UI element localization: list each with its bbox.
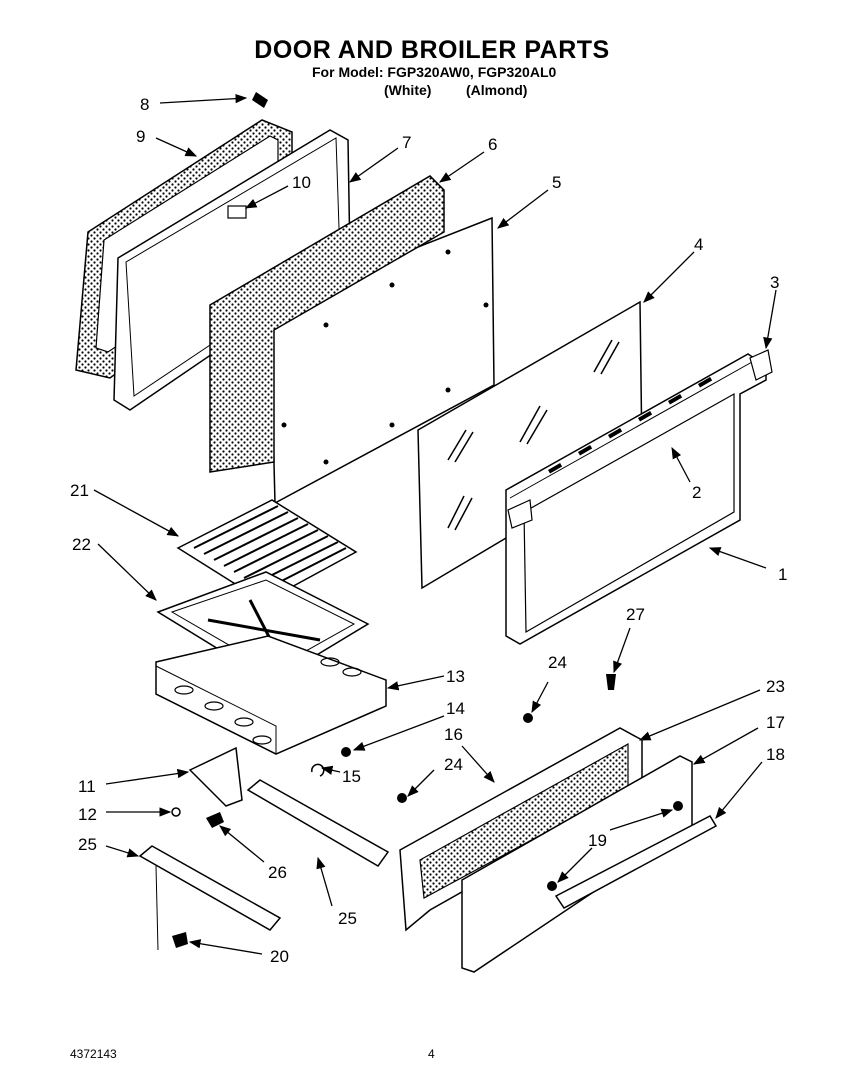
callout-24b: 24 xyxy=(444,755,463,774)
screw-27-part xyxy=(606,674,616,690)
callout-21: 21 xyxy=(70,481,89,500)
callout-27: 27 xyxy=(626,605,645,624)
bracket-part xyxy=(188,746,243,807)
callout-5: 5 xyxy=(552,173,561,192)
screw-14-part xyxy=(341,747,351,757)
callout-22: 22 xyxy=(72,535,91,554)
callout-2: 2 xyxy=(692,483,701,502)
outer-door-frame-part xyxy=(505,349,773,645)
callout-18: 18 xyxy=(766,745,785,764)
callout-6: 6 xyxy=(488,135,497,154)
callout-13: 13 xyxy=(446,667,465,686)
slide-rail-lower-part xyxy=(138,845,282,951)
callout-19: 19 xyxy=(588,831,607,850)
callout-12: 12 xyxy=(78,805,97,824)
screw-20-part xyxy=(172,932,188,948)
color-almond: (Almond) xyxy=(466,82,528,98)
callout-26: 26 xyxy=(268,863,287,882)
nut-19a-part xyxy=(673,801,683,811)
leader-lines xyxy=(93,93,777,955)
screw-24b-part xyxy=(397,793,407,803)
model-line: For Model: FGP320AW0, FGP320AL0 xyxy=(312,64,557,80)
callout-4: 4 xyxy=(694,235,703,254)
screw-24a-part xyxy=(523,713,533,723)
callout-16: 16 xyxy=(444,725,463,744)
door-insulation-part xyxy=(209,175,445,473)
callout-15: 15 xyxy=(342,767,361,786)
callout-20: 20 xyxy=(270,947,289,966)
page-number: 4 xyxy=(428,1047,435,1061)
screw-8-part xyxy=(252,92,268,108)
callout-10: 10 xyxy=(292,173,311,192)
callout-25b: 25 xyxy=(338,909,357,928)
callout-25a: 25 xyxy=(78,835,97,854)
document-number: 4372143 xyxy=(70,1047,117,1061)
callout-17: 17 xyxy=(766,713,785,732)
callout-9: 9 xyxy=(136,127,145,146)
callout-24a: 24 xyxy=(548,653,567,672)
callout-labels: 1 2 3 4 5 6 7 8 9 10 11 12 13 14 15 16 1… xyxy=(70,95,787,966)
slide-rail-upper-part xyxy=(246,779,390,867)
washer-12-part xyxy=(171,807,181,817)
callout-7: 7 xyxy=(402,133,411,152)
callout-11: 11 xyxy=(78,777,96,796)
broiler-drawer-part xyxy=(155,635,387,755)
color-white: (White) xyxy=(384,82,432,98)
callout-3: 3 xyxy=(770,273,779,292)
drawer-handle-part xyxy=(554,815,718,909)
window-glass-part xyxy=(417,300,643,590)
page-title: DOOR AND BROILER PARTS xyxy=(254,36,610,64)
callout-23: 23 xyxy=(766,677,785,696)
callout-8: 8 xyxy=(140,95,149,114)
callout-14: 14 xyxy=(446,699,465,718)
callout-1: 1 xyxy=(778,565,787,584)
screw-26-part xyxy=(206,812,224,828)
clip-15-part xyxy=(311,763,325,777)
nut-19b-part xyxy=(547,881,557,891)
